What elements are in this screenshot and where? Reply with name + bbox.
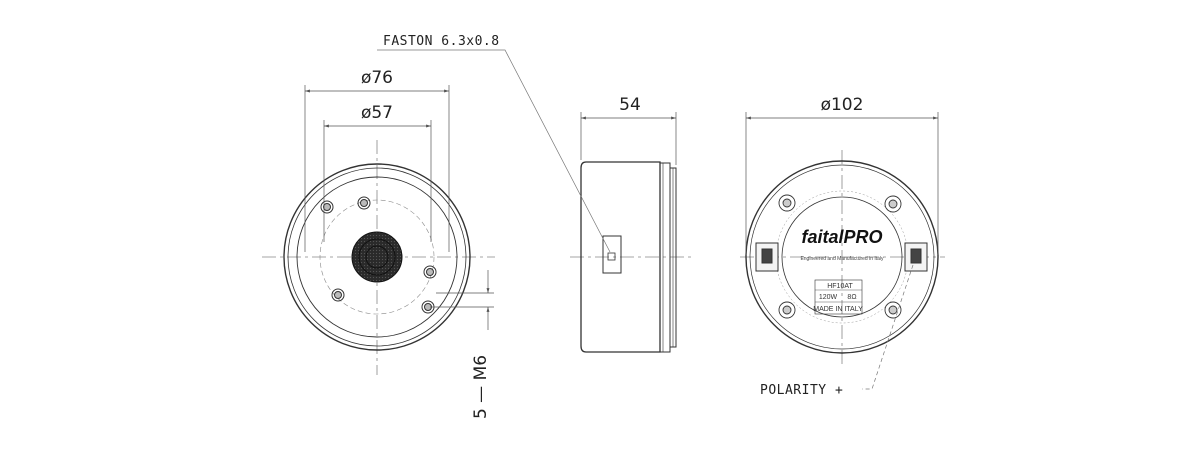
connector-note: FASTON 6.3x0.8 [383, 34, 500, 49]
label-impedance: 8Ω [847, 294, 856, 301]
mounting-hole [331, 288, 345, 302]
mounting-hole [423, 265, 437, 279]
brand-logo: faitalPRO [801, 227, 882, 247]
rear-outer-ring [745, 160, 939, 354]
polarity-leader [862, 264, 914, 390]
thread-note: 5 — M6 [471, 355, 491, 419]
dim-outer-diameter: ø76 [361, 68, 393, 88]
rear-dimensions [745, 112, 939, 255]
brand-logo-text: faitalPRO [801, 227, 882, 247]
label-origin: MADE IN ITALY [813, 306, 863, 313]
faston-leader [377, 49, 611, 253]
faston-terminal [602, 235, 622, 274]
rear-terminals [755, 242, 928, 272]
front-dimensions [304, 85, 494, 330]
mounting-hole [320, 200, 334, 214]
polarity-note: POLARITY + [760, 383, 843, 398]
mounting-hole [357, 196, 371, 210]
front-outer-ring [283, 163, 471, 351]
front-view [262, 140, 495, 375]
label-model: HF10AT [827, 283, 853, 290]
mounting-holes [320, 196, 437, 314]
side-body [580, 161, 661, 353]
front-face [296, 176, 458, 338]
front-outer-ring-inner [287, 167, 467, 347]
side-flange [659, 162, 671, 353]
label-tagline: Engineered and Manufactured in Italy [800, 256, 884, 262]
rear-screw [884, 195, 902, 213]
dim-depth: 54 [619, 95, 641, 115]
rear-screw [884, 301, 902, 319]
rear-screw [778, 301, 796, 319]
rear-view [740, 150, 945, 390]
rear-screw [778, 194, 796, 212]
side-dimensions [580, 112, 677, 165]
dim-rear-diameter: ø102 [821, 95, 864, 115]
rating-label [814, 279, 863, 315]
dim-inner-diameter: ø57 [361, 103, 393, 123]
side-view [377, 49, 695, 353]
front-bolt-circle [319, 199, 435, 315]
rear-label-area [781, 196, 903, 318]
rear-screws [778, 194, 902, 319]
label-power: 120W [819, 294, 838, 301]
